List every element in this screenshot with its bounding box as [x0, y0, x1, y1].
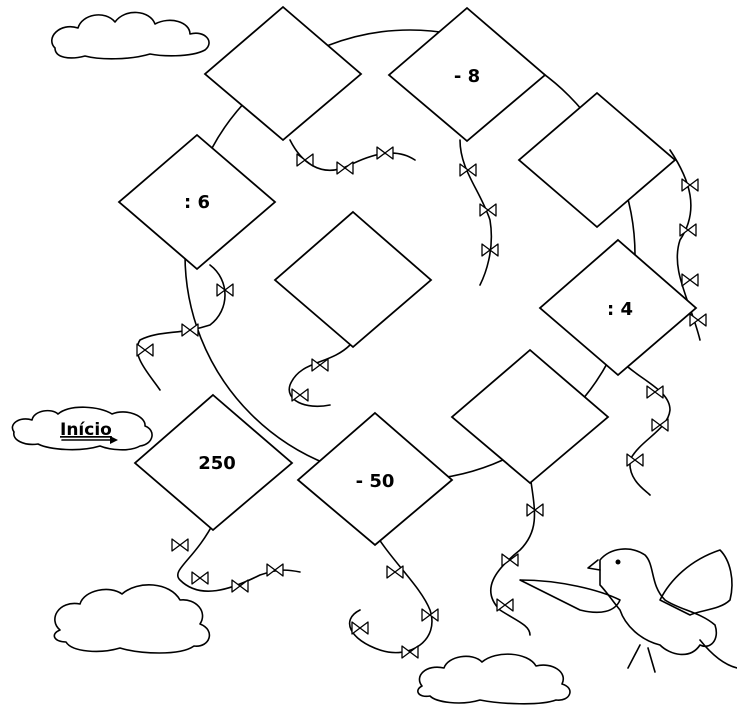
kite-8-label: : 6	[184, 192, 210, 213]
kite-2[interactable]: - 50	[298, 413, 452, 545]
kites: 250 - 50 : 4 - 8 : 6	[119, 7, 696, 545]
kite-7[interactable]	[205, 7, 361, 140]
bird-eye	[616, 560, 621, 565]
kite-6-label: - 8	[454, 66, 480, 87]
bird-illustration	[520, 549, 737, 672]
kite-8[interactable]: : 6	[119, 135, 275, 269]
kite-5[interactable]	[519, 93, 675, 227]
kite-2-label: - 50	[356, 471, 395, 492]
kite-1[interactable]: 250	[135, 395, 292, 530]
cloud-top-left	[52, 12, 209, 58]
kite-3[interactable]	[452, 350, 608, 483]
cloud-bottom-left	[54, 585, 209, 653]
cloud-bottom-right	[418, 654, 570, 704]
kite-4[interactable]: : 4	[540, 240, 696, 375]
kite-4-label: : 4	[607, 299, 633, 320]
start-label: Início	[60, 420, 112, 440]
kite-6[interactable]: - 8	[389, 8, 545, 141]
kite-9[interactable]	[275, 212, 431, 347]
kite-1-label: 250	[198, 453, 236, 474]
